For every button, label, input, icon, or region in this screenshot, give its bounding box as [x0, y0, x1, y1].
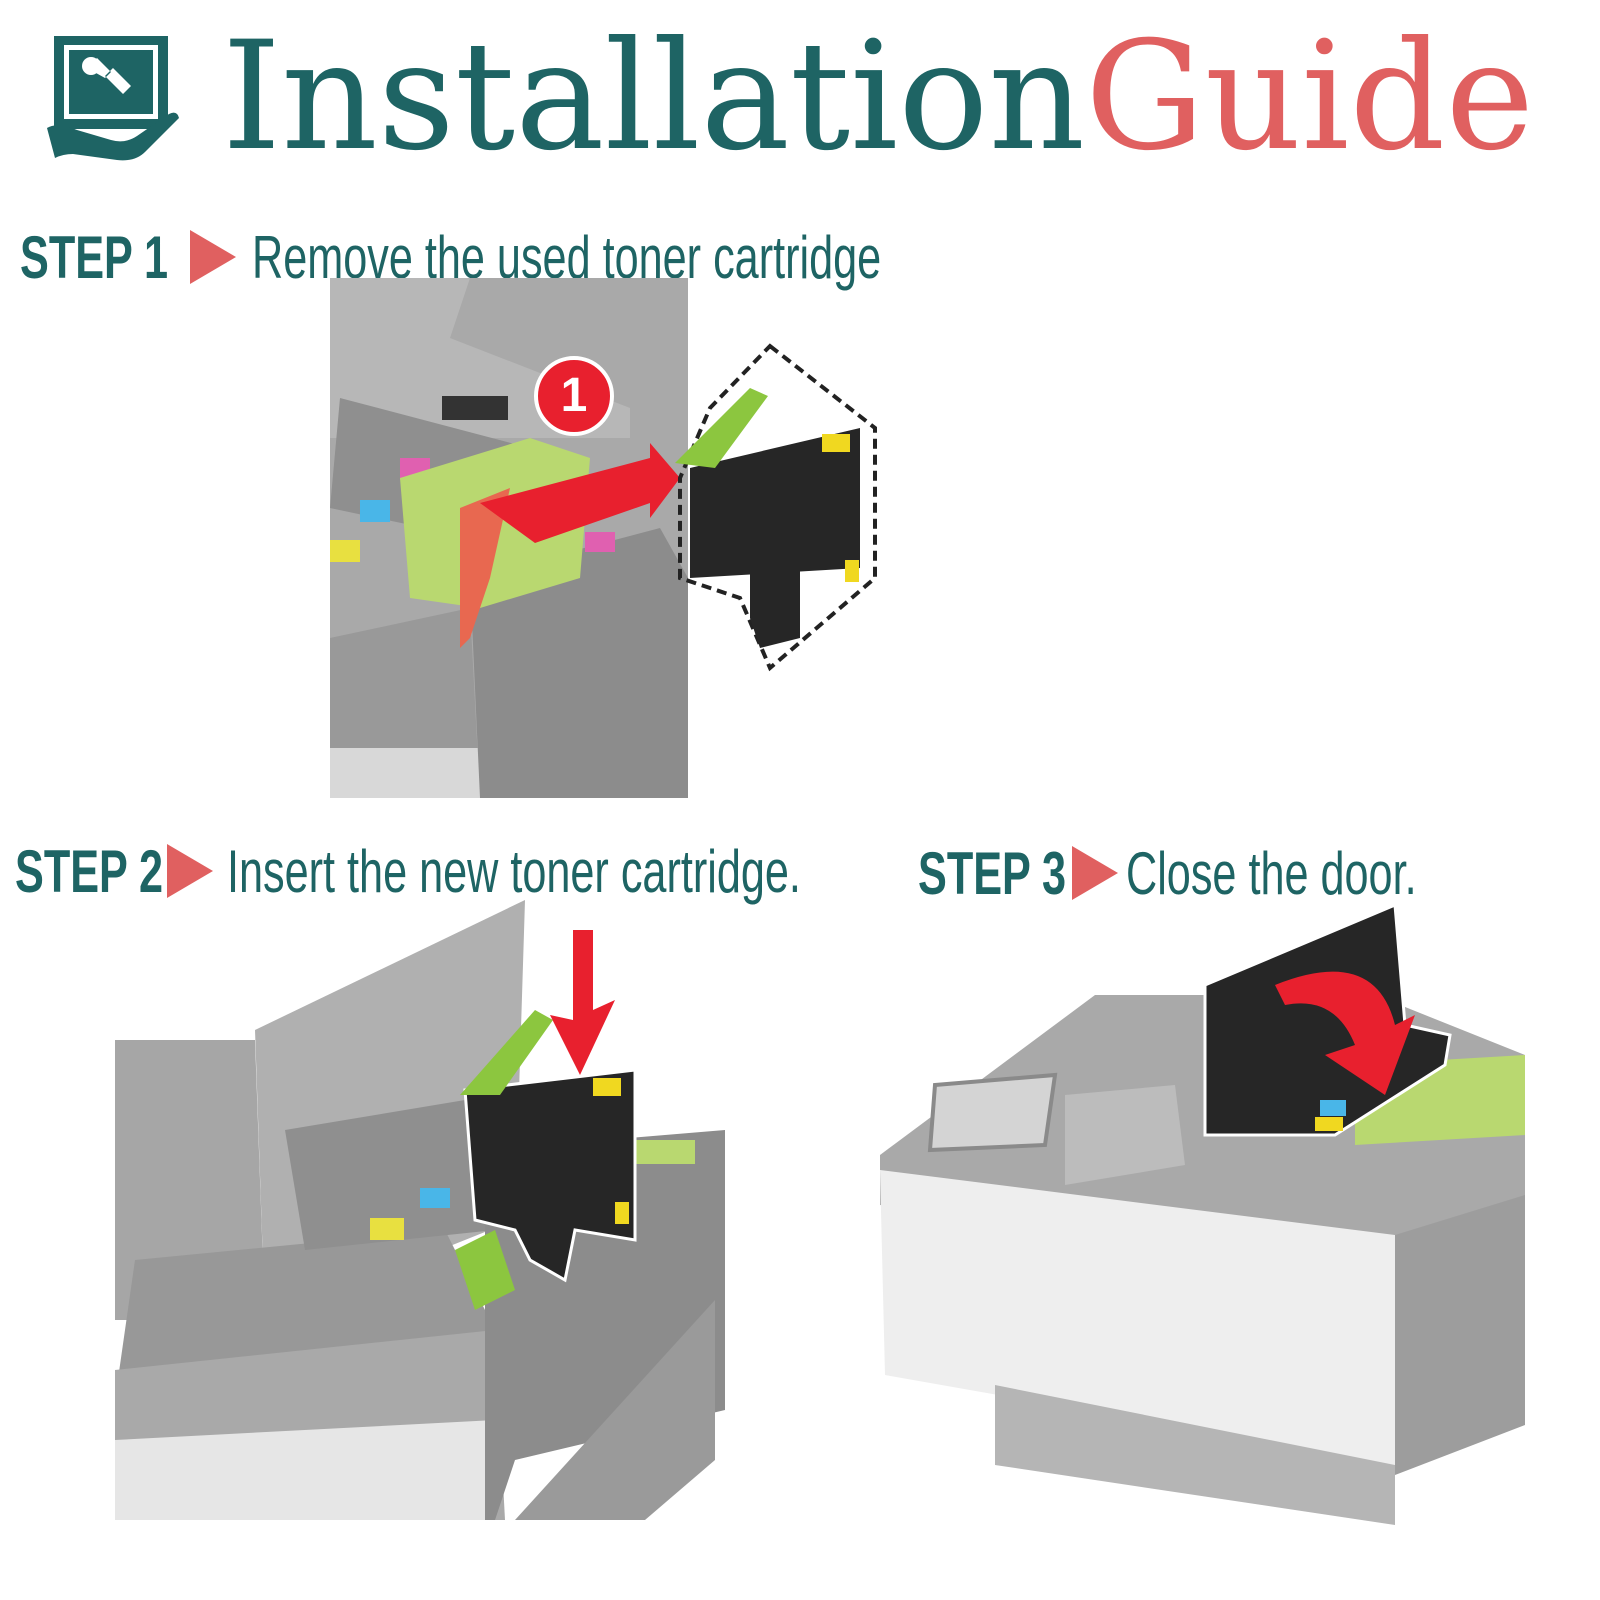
page-title-main: Installation [222, 10, 1086, 184]
step-3-heading: STEP 3 Close the door. [918, 838, 1518, 908]
hand-wrench-monitor-icon [45, 36, 180, 166]
arrow-right-icon [1072, 846, 1118, 900]
step-label: STEP 1 [20, 223, 169, 291]
step-label: STEP 2 [15, 837, 164, 905]
callout-number: 1 [560, 369, 588, 422]
step-2-illustration [115, 900, 725, 1520]
step-3-illustration [875, 905, 1535, 1545]
arrow-right-icon [190, 230, 236, 284]
step-1-illustration: 1 [330, 278, 890, 798]
step-text: Insert the new toner cartridge. [227, 837, 801, 905]
step-label: STEP 3 [918, 839, 1067, 907]
page-title-accent: Guide [1085, 10, 1535, 184]
step-2-heading: STEP 2 Insert the new toner cartridge. [15, 836, 835, 906]
step-text: Close the door. [1126, 839, 1417, 907]
arrow-right-icon [167, 844, 213, 898]
